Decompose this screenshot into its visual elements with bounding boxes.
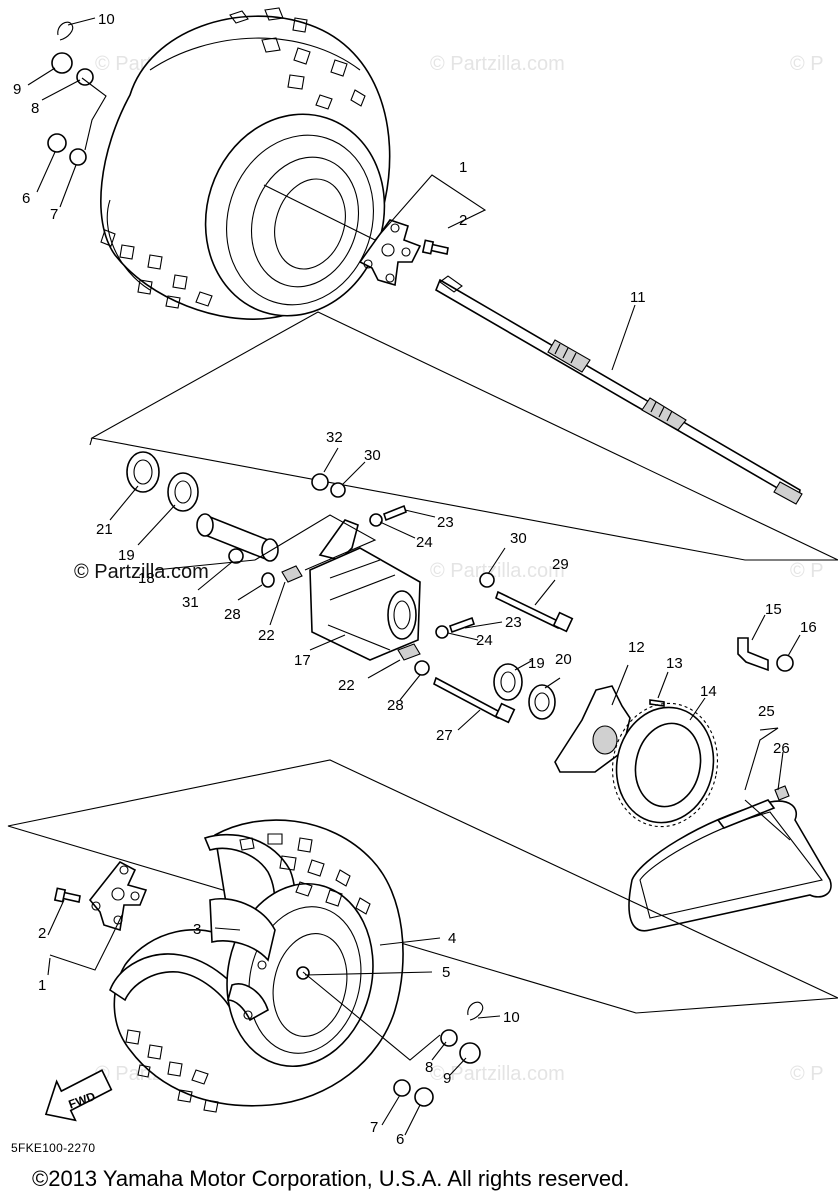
callout-12: 12 [628, 639, 645, 656]
watermark: © P [790, 1063, 824, 1085]
callout-13: 13 [666, 655, 683, 672]
chain-guide-clamp [737, 637, 794, 672]
hub-top [358, 219, 449, 287]
watermark: © P [790, 560, 824, 582]
spacer-tube [196, 513, 279, 562]
callout-27: 27 [436, 727, 453, 744]
diagram-code: 5FKE100-2270 [11, 1141, 96, 1155]
forward-direction-arrow: FWD [44, 1069, 113, 1122]
watermark: © Partzilla.com [430, 560, 565, 582]
nut-32 [311, 473, 329, 491]
callout-24: 24 [416, 534, 433, 551]
callout-22: 22 [338, 677, 355, 694]
callout-17: 17 [294, 652, 311, 669]
axle-housing [228, 504, 574, 724]
sprocket-hub [554, 685, 665, 773]
watermark: © Partzilla.com [430, 1063, 565, 1085]
watermark: © Partzilla.com [430, 53, 565, 75]
callout-6: 6 [22, 190, 30, 207]
callout-1: 1 [38, 977, 46, 994]
callout-numbers: 10 9 8 6 7 1 2 11 32 30 23 24 21 19 31 2… [13, 11, 817, 1148]
callout-8: 8 [31, 100, 39, 117]
callout-18: 18 [138, 570, 155, 587]
callout-14: 14 [700, 683, 717, 700]
callout-21: 21 [96, 521, 113, 538]
callout-28: 28 [224, 606, 241, 623]
watermark-foreground: © Partzilla.com [74, 561, 209, 583]
callout-16: 16 [800, 619, 817, 636]
callout-9: 9 [13, 81, 21, 98]
callout-2: 2 [459, 212, 467, 229]
group-outline-upper [90, 311, 838, 561]
callout-20: 20 [555, 651, 572, 668]
callout-3: 3 [193, 921, 201, 938]
copyright-notice: ©2013 Yamaha Motor Corporation, U.S.A. A… [32, 1166, 630, 1191]
callout-2: 2 [38, 925, 46, 942]
callout-10: 10 [98, 11, 115, 28]
callout-32: 32 [326, 429, 343, 446]
group-outline-lower [7, 759, 838, 1014]
rear-axle [435, 275, 803, 505]
callout-9: 9 [443, 1070, 451, 1087]
callout-31: 31 [182, 594, 199, 611]
callout-23: 23 [437, 514, 454, 531]
sprocket [611, 702, 719, 828]
watermark: © P [790, 53, 824, 75]
callout-10: 10 [503, 1009, 520, 1026]
callout-11: 11 [630, 289, 646, 306]
drive-chain [628, 785, 832, 932]
callout-4: 4 [448, 930, 456, 947]
callout-29: 29 [552, 556, 569, 573]
callout-22: 22 [258, 627, 275, 644]
callout-19: 19 [528, 655, 545, 672]
wheel-hardware [47, 21, 484, 1107]
callout-28: 28 [387, 697, 404, 714]
callout-7: 7 [50, 206, 58, 223]
callout-5: 5 [442, 964, 450, 981]
callout-25: 25 [758, 703, 775, 720]
callout-6: 6 [396, 1131, 404, 1148]
callout-8: 8 [425, 1059, 433, 1076]
callout-19: 19 [118, 547, 135, 564]
callout-7: 7 [370, 1119, 378, 1136]
callout-30: 30 [364, 447, 381, 464]
callout-30: 30 [510, 530, 527, 547]
washer-30 [330, 482, 346, 498]
callout-15: 15 [765, 601, 782, 618]
bottom-wheel-tire [109, 819, 404, 1113]
hub-bottom [53, 860, 148, 932]
top-wheel-tire [100, 7, 391, 320]
callout-24: 24 [476, 632, 493, 649]
bearings-left [126, 451, 199, 512]
callout-26: 26 [773, 740, 790, 757]
leader-lines [27, 17, 801, 1136]
callout-23: 23 [505, 614, 522, 631]
callout-1: 1 [459, 159, 467, 176]
